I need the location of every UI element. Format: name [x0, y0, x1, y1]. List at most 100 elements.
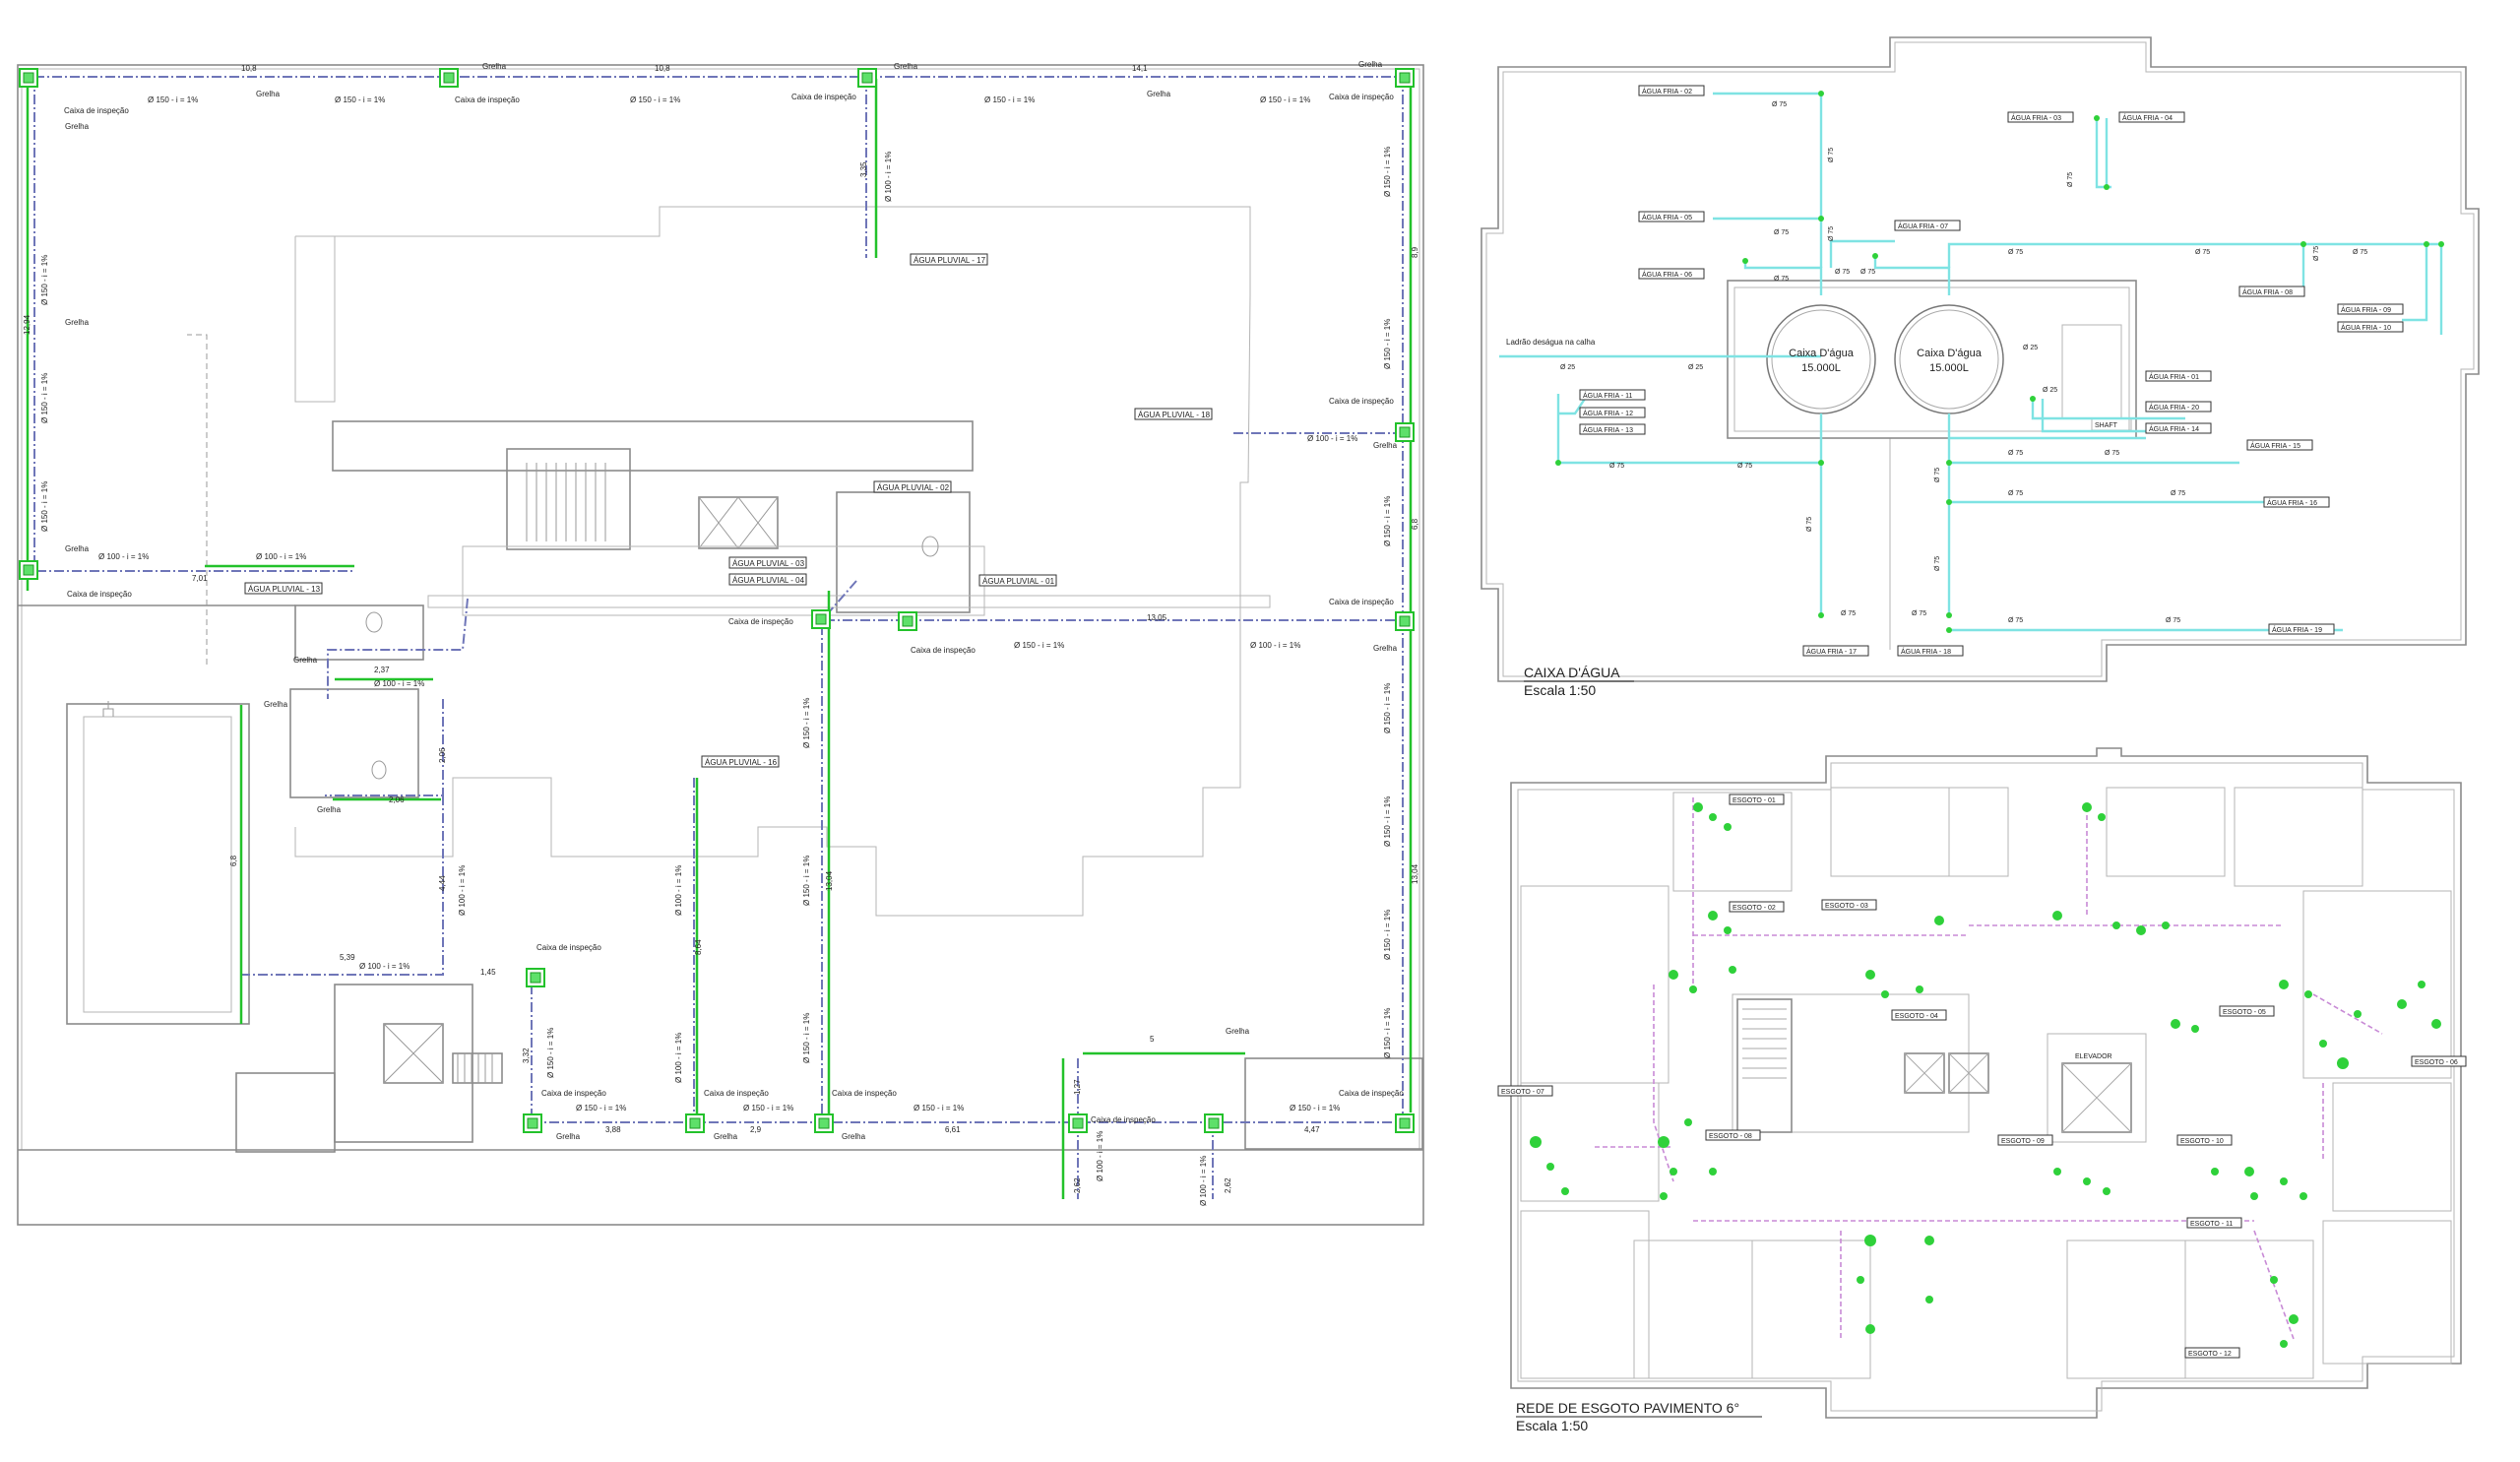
svg-text:Ø 75: Ø 75 [1774, 276, 1789, 283]
inspection-box [1204, 1113, 1224, 1133]
dimension: 13,05 [1147, 613, 1167, 622]
svg-text:Ø 75: Ø 75 [2008, 249, 2023, 256]
pluvial-tags: ÁGUA PLUVIAL - 17 ÁGUA PLUVIAL - 18 ÁGUA… [244, 253, 1213, 768]
caixa-outline-inner [1485, 41, 2475, 677]
label-caixa: Caixa de inspeção [541, 1089, 606, 1098]
caixa-dagua-plan: Caixa D'água 15.000L Caixa D'água 15.000… [1480, 36, 2480, 698]
tag-agua-fria-10: ÁGUA FRIA - 10 [2337, 321, 2404, 333]
tag-agua-fria-15: ÁGUA FRIA - 15 [2246, 439, 2313, 451]
pipe-note: Ø 150 - i = 1% [630, 95, 680, 104]
dimension: 2,62 [1224, 1177, 1232, 1193]
machine-core [383, 1023, 444, 1084]
pipe-note: Ø 150 - i = 1% [1383, 496, 1392, 546]
pipe-note: Ø 150 - i = 1% [40, 373, 49, 423]
dimension: 10,8 [655, 64, 670, 73]
building-outline-a [294, 236, 336, 403]
inspection-labels: Caixa de inspeção Caixa de inspeção Caix… [64, 93, 1404, 1124]
svg-text:Ø 75: Ø 75 [1828, 226, 1835, 241]
toilet-c [371, 760, 387, 780]
tag-agua-fria-05: ÁGUA FRIA - 05 [1638, 211, 1705, 222]
svg-text:ÁGUA FRIA - 17: ÁGUA FRIA - 17 [1806, 647, 1857, 656]
parking-niche [235, 1072, 336, 1153]
svg-text:Ø 75: Ø 75 [2195, 249, 2210, 256]
cold-water-pipes [1499, 92, 2443, 632]
label-caixa: Caixa de inspeção [455, 95, 520, 104]
pipe-note: Ø 100 - i = 1% [1199, 1156, 1208, 1206]
pipe-note: Ø 150 - i = 1% [1383, 1008, 1392, 1058]
dimension: 10,8 [241, 64, 257, 73]
svg-text:Ø 75: Ø 75 [2171, 490, 2185, 497]
tag-agua-pluvial-01: ÁGUA PLUVIAL - 01 [978, 574, 1057, 587]
tag-agua-fria-20: ÁGUA FRIA - 20 [2145, 401, 2212, 413]
downspout-segments [26, 79, 1413, 1199]
tank-right-volume: 15.000L [1929, 362, 1969, 374]
svg-text:ÁGUA FRIA - 11: ÁGUA FRIA - 11 [1583, 391, 1633, 400]
dashed-outline-a [187, 334, 208, 665]
diameter-notes: Ø 75 Ø 75 Ø 75 Ø 75 Ø 75 Ø 75 Ø 75 Ø 75 … [1560, 101, 2367, 624]
pipe-note: Ø 150 - i = 1% [802, 1013, 811, 1063]
pipe-note: Ø 100 - i = 1% [359, 962, 410, 971]
svg-text:ÁGUA PLUVIAL - 04: ÁGUA PLUVIAL - 04 [732, 576, 805, 585]
svg-text:ESGOTO - 03: ESGOTO - 03 [1825, 903, 1868, 910]
caixa-title: CAIXA D'ÁGUA [1524, 665, 1620, 680]
svg-text:ÁGUA FRIA - 05: ÁGUA FRIA - 05 [1642, 213, 1692, 222]
pipe-note: Ø 100 - i = 1% [256, 552, 306, 561]
label-grelha: Grelha [842, 1132, 866, 1141]
south-room [1244, 1057, 1423, 1150]
dimension: 13,04 [825, 870, 834, 891]
svg-text:ÁGUA FRIA - 08: ÁGUA FRIA - 08 [2242, 287, 2293, 296]
pipe-note: Ø 150 - i = 1% [1383, 683, 1392, 733]
esgoto-outline [1510, 747, 2462, 1419]
svg-text:ESGOTO - 07: ESGOTO - 07 [1501, 1089, 1544, 1096]
label-grelha: Grelha [317, 805, 342, 814]
svg-text:Ø 75: Ø 75 [1835, 269, 1850, 276]
esgoto-plan: ELEVADOR [1497, 747, 2467, 1433]
svg-text:ÁGUA PLUVIAL - 02: ÁGUA PLUVIAL - 02 [877, 483, 950, 492]
pipe-note: Ø 150 - i = 1% [743, 1104, 793, 1112]
wc-block [289, 688, 419, 798]
label-caixa: Caixa de inspeção [832, 1089, 897, 1098]
inspection-box [19, 560, 38, 580]
ramp-block [452, 1052, 503, 1084]
svg-text:ESGOTO - 11: ESGOTO - 11 [2190, 1221, 2233, 1228]
dimension: 1,27 [1073, 1079, 1082, 1095]
inspection-box [526, 968, 545, 987]
dimension: 2,06 [438, 747, 447, 763]
tag-esgoto-02: ESGOTO - 02 [1729, 901, 1785, 913]
corridor-block [332, 420, 974, 472]
dimension: 2,37 [374, 666, 390, 674]
toilet-a [365, 611, 383, 633]
dimension: 2,06 [389, 795, 405, 804]
svg-text:ÁGUA PLUVIAL - 13: ÁGUA PLUVIAL - 13 [248, 585, 321, 594]
svg-text:Ø 75: Ø 75 [2313, 246, 2320, 261]
svg-text:ESGOTO - 08: ESGOTO - 08 [1709, 1133, 1752, 1140]
label-grelha: Grelha [293, 656, 318, 665]
tag-agua-fria-09: ÁGUA FRIA - 09 [2337, 303, 2404, 315]
svg-text:ESGOTO - 01: ESGOTO - 01 [1732, 797, 1776, 804]
svg-text:Ø 25: Ø 25 [2023, 345, 2038, 351]
dimension-labels: 10,8 10,8 14,1 12,94 13,05 3,35 8,9 6,8 … [23, 64, 1419, 1193]
tank-labels: Caixa D'água 15.000L Caixa D'água 15.000… [1789, 348, 1983, 374]
label-caixa: Caixa de inspeção [911, 646, 976, 655]
tag-agua-pluvial-03: ÁGUA PLUVIAL - 03 [728, 556, 807, 569]
label-grelha: Grelha [482, 62, 507, 71]
pipe-note: Ø 100 - i = 1% [1096, 1131, 1104, 1181]
dimension: 5,39 [340, 953, 355, 962]
dimension: 2,62 [1073, 1177, 1082, 1193]
tag-agua-pluvial-18: ÁGUA PLUVIAL - 18 [1134, 408, 1213, 420]
pipe-note: Ø 150 - i = 1% [40, 481, 49, 532]
label-caixa: Caixa de inspeção [1329, 598, 1394, 606]
svg-text:Ø 75: Ø 75 [1774, 229, 1789, 236]
label-caixa: Caixa de inspeção [791, 93, 856, 101]
tag-agua-fria-06: ÁGUA FRIA - 06 [1638, 268, 1705, 280]
label-grelha: Grelha [65, 544, 90, 553]
label-caixa: Caixa de inspeção [704, 1089, 769, 1098]
inspection-box [685, 1113, 705, 1133]
svg-text:Ø 75: Ø 75 [2067, 172, 2074, 187]
pool-inner [83, 716, 232, 1013]
esgoto-outline-inner [1517, 762, 2455, 1412]
label-grelha: Grelha [1373, 441, 1398, 450]
inspection-box [814, 1113, 834, 1133]
pluvial-pipe-network [33, 76, 1404, 1199]
svg-text:ESGOTO - 12: ESGOTO - 12 [2188, 1351, 2232, 1358]
